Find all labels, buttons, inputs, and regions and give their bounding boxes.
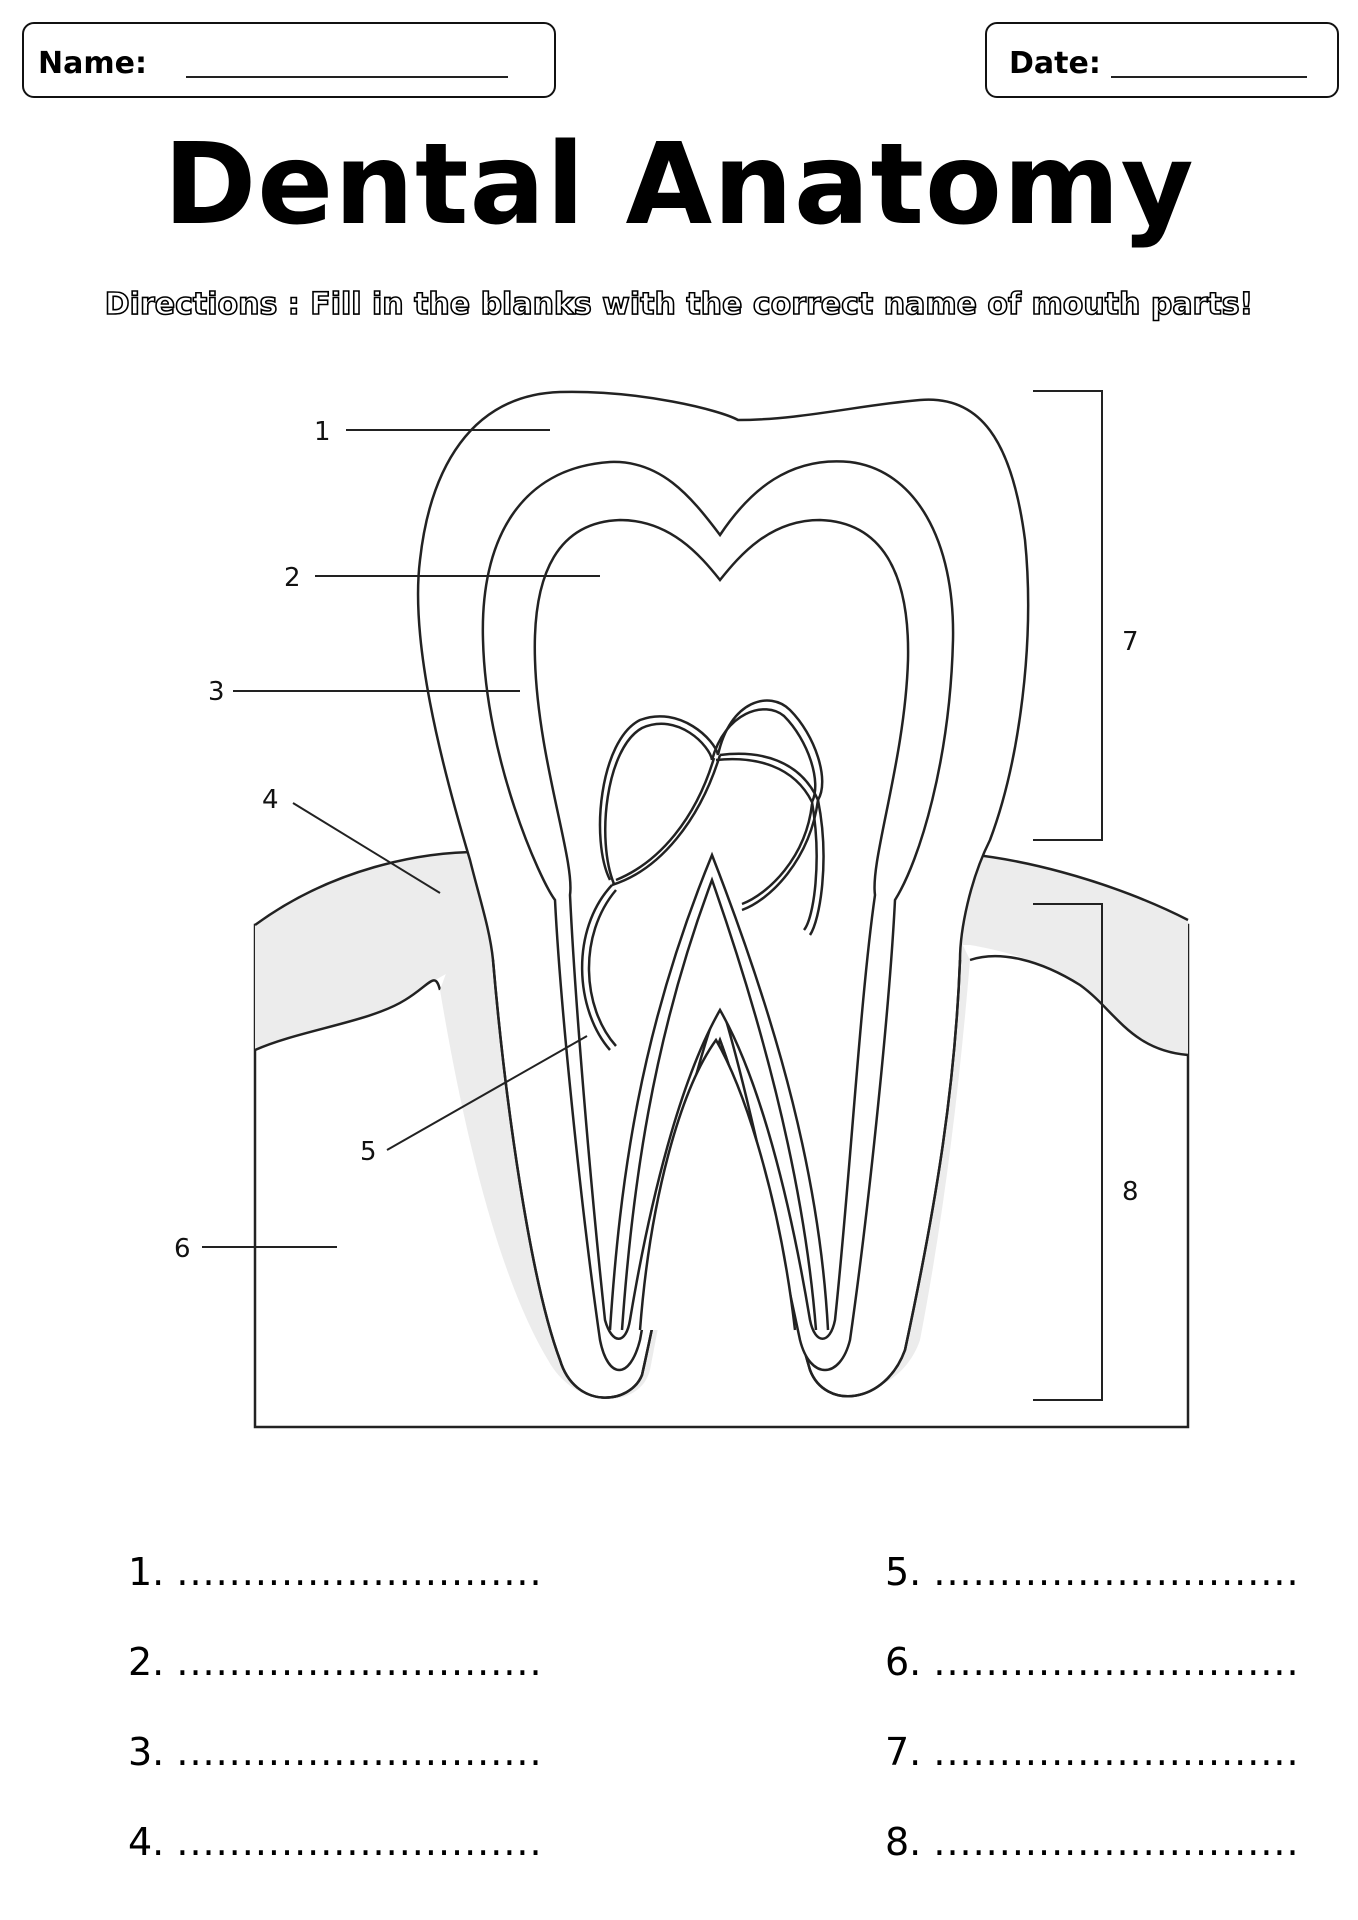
diagram-label-7: 7 [1122, 627, 1139, 657]
answer-number: 7. [885, 1730, 922, 1774]
answer-blank[interactable]: ............................ [933, 1820, 1300, 1864]
answer-blank[interactable]: ............................ [176, 1820, 543, 1864]
answer-number: 3. [128, 1730, 165, 1774]
name-label: Name: [38, 46, 147, 81]
diagram-label-6: 6 [174, 1234, 191, 1264]
name-box: Name: [22, 22, 556, 98]
answer-blank[interactable]: ............................ [933, 1640, 1300, 1684]
diagram-label-1: 1 [314, 417, 331, 447]
answer-6[interactable]: 6. ............................ [885, 1640, 1300, 1684]
answer-5[interactable]: 5. ............................ [885, 1550, 1300, 1594]
leader-lines [202, 429, 600, 1248]
page-title: Dental Anatomy [163, 120, 1195, 250]
tooth-diagram: 1 2 3 4 5 6 7 8 [174, 390, 1190, 1429]
date-label: Date: [1009, 46, 1101, 81]
answer-4[interactable]: 4. ............................ [128, 1820, 543, 1864]
root-bracket [1033, 903, 1103, 1401]
nerves-blood-vessels [580, 699, 825, 1051]
answer-7[interactable]: 7. ............................ [885, 1730, 1300, 1774]
answer-number: 5. [885, 1550, 922, 1594]
diagram-label-4: 4 [262, 785, 279, 815]
diagram-label-8: 8 [1122, 1177, 1139, 1207]
directions-text: Directions : Fill in the blanks with the… [104, 286, 1254, 323]
root-canal [608, 851, 830, 1331]
date-input-line[interactable] [1111, 76, 1307, 78]
answer-number: 4. [128, 1820, 165, 1864]
crown-bracket [1033, 390, 1103, 841]
answer-number: 8. [885, 1820, 922, 1864]
name-input-line[interactable] [186, 76, 508, 78]
answer-3[interactable]: 3. ............................ [128, 1730, 543, 1774]
answer-number: 6. [885, 1640, 922, 1684]
answer-blank[interactable]: ............................ [176, 1550, 543, 1594]
answer-blank[interactable]: ............................ [176, 1640, 543, 1684]
answer-8[interactable]: 8. ............................ [885, 1820, 1300, 1864]
answer-blank[interactable]: ............................ [933, 1730, 1300, 1774]
answer-2[interactable]: 2. ............................ [128, 1640, 543, 1684]
answer-1[interactable]: 1. ............................ [128, 1550, 543, 1594]
diagram-label-5: 5 [360, 1137, 377, 1167]
date-box: Date: [985, 22, 1339, 98]
answer-blank[interactable]: ............................ [176, 1730, 543, 1774]
pulp-chamber [533, 518, 910, 1340]
diagram-label-3: 3 [208, 677, 225, 707]
answer-number: 2. [128, 1640, 165, 1684]
diagram-label-2: 2 [284, 563, 301, 593]
answer-number: 1. [128, 1550, 165, 1594]
answer-blank[interactable]: ............................ [933, 1550, 1300, 1594]
